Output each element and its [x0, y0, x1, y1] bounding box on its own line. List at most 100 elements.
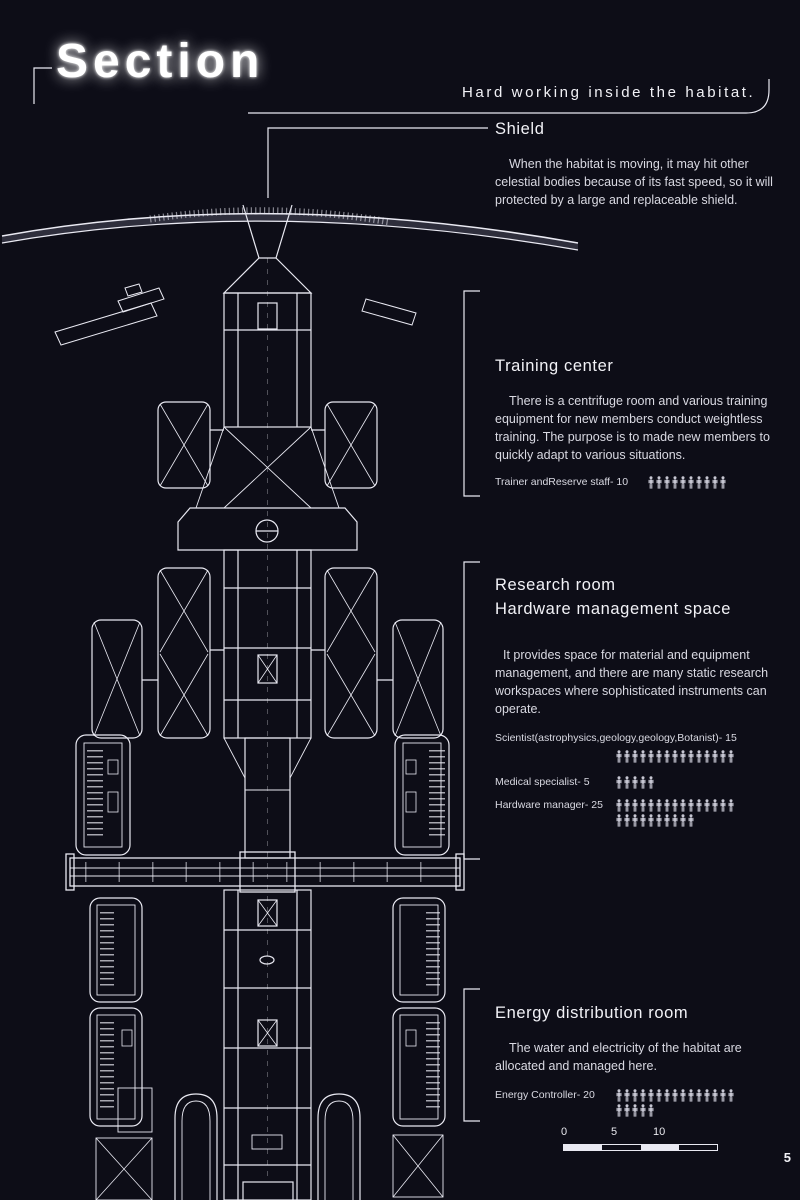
scale-bar-labels: 0 5 10	[561, 1126, 718, 1140]
person-icon	[672, 798, 678, 812]
person-icon	[640, 776, 646, 789]
training-section: Training center There is a centrifuge ro…	[495, 355, 787, 490]
medical-row: Medical specialist- 5	[495, 776, 795, 790]
person-icon	[704, 476, 710, 490]
person-icon	[696, 476, 702, 490]
person-icon	[680, 813, 686, 827]
person-icon	[632, 750, 638, 763]
scale-segment	[679, 1145, 717, 1150]
person-icon	[624, 750, 630, 763]
person-icon	[704, 750, 710, 763]
person-icon	[664, 1089, 670, 1102]
person-icon	[696, 1089, 702, 1102]
person-icon	[648, 776, 654, 789]
energy-section: Energy distribution room The water and e…	[495, 1002, 795, 1117]
person-icon	[656, 813, 662, 827]
person-icon	[624, 776, 630, 789]
person-icon	[704, 798, 710, 812]
person-icon	[616, 750, 622, 763]
energy-controller-label: Energy Controller- 20	[495, 1089, 595, 1102]
energy-heading: Energy distribution room	[495, 1004, 689, 1022]
person-icon	[672, 1089, 678, 1102]
person-icon	[632, 813, 638, 827]
person-icon	[680, 1089, 686, 1102]
scientist-icons	[615, 750, 739, 763]
mid-tower	[91, 549, 444, 739]
person-icon	[712, 476, 718, 490]
scientist-row: Scientist(astrophysics,geology,geology,B…	[495, 732, 795, 763]
page-number: 5	[783, 1150, 791, 1165]
person-icon	[680, 750, 686, 763]
person-icon	[728, 1089, 734, 1102]
person-icon	[656, 750, 662, 763]
person-icon	[624, 798, 630, 812]
research-heading-line2: Hardware management space	[495, 599, 732, 618]
person-icon	[632, 1089, 638, 1102]
person-icon	[648, 1089, 654, 1102]
hardware-row: Hardware manager- 25	[495, 799, 795, 827]
person-icon	[720, 798, 726, 812]
scale-segment	[602, 1145, 640, 1150]
scale-label-0: 0	[561, 1126, 568, 1138]
person-icon	[672, 750, 678, 763]
person-icon	[688, 1089, 694, 1102]
person-icon	[648, 476, 654, 490]
person-icon	[656, 1089, 662, 1102]
scale-segment	[564, 1145, 603, 1150]
hardware-icons	[615, 798, 739, 827]
research-heading-line1: Research room	[495, 576, 616, 594]
person-icon	[672, 813, 678, 827]
person-icon	[688, 476, 694, 490]
person-icon	[720, 750, 726, 763]
page-subtitle: Hard working inside the habitat.	[462, 84, 756, 101]
person-icon	[640, 1104, 646, 1117]
person-icon	[720, 1089, 726, 1102]
trainer-staff-icons	[647, 476, 771, 490]
person-icon	[616, 813, 622, 827]
person-icon	[696, 798, 702, 812]
person-icon	[640, 798, 646, 812]
person-icon	[688, 798, 694, 812]
scale-bar: 0 5 10	[561, 1126, 718, 1151]
training-body: There is a centrifuge room and various t…	[495, 393, 770, 463]
person-icon	[640, 1089, 646, 1102]
trainer-staff-row: Trainer andReserve staff- 10	[495, 476, 787, 490]
person-icon	[672, 476, 678, 490]
energy-body: The water and electricity of the habitat…	[495, 1040, 742, 1074]
upper-tower	[157, 204, 378, 551]
medical-label: Medical specialist- 5	[495, 775, 590, 788]
person-icon	[664, 798, 670, 812]
person-icon	[696, 750, 702, 763]
person-icon	[632, 1104, 638, 1117]
medical-icons	[615, 776, 739, 789]
scale-segment	[640, 1145, 679, 1150]
person-icon	[720, 476, 726, 490]
shield-section: Shield When the habitat is moving, it ma…	[495, 118, 787, 209]
page-title: Section	[56, 35, 265, 88]
person-icon	[624, 1089, 630, 1102]
person-icon	[728, 750, 734, 763]
hardware-label: Hardware manager- 25	[495, 798, 603, 811]
scale-bar-segments	[563, 1144, 718, 1151]
shield-heading: Shield	[495, 120, 545, 138]
research-section: Research room Hardware management space …	[495, 574, 795, 827]
person-icon	[688, 750, 694, 763]
shield-body: When the habitat is moving, it may hit o…	[495, 156, 773, 208]
scale-label-5: 5	[611, 1126, 618, 1138]
energy-controller-icons	[615, 1089, 739, 1117]
truss-beam	[65, 851, 465, 893]
person-icon	[616, 1089, 622, 1102]
person-icon	[712, 798, 718, 812]
person-icon	[616, 798, 622, 812]
research-body: It provides space for material and equip…	[495, 647, 769, 717]
person-icon	[688, 813, 694, 827]
person-icon	[640, 813, 646, 827]
scientist-label: Scientist(astrophysics,geology,geology,B…	[495, 732, 737, 745]
person-icon	[616, 776, 622, 789]
person-icon	[624, 813, 630, 827]
person-icon	[664, 750, 670, 763]
solar-panels	[54, 283, 417, 346]
scale-label-10: 10	[653, 1126, 666, 1138]
